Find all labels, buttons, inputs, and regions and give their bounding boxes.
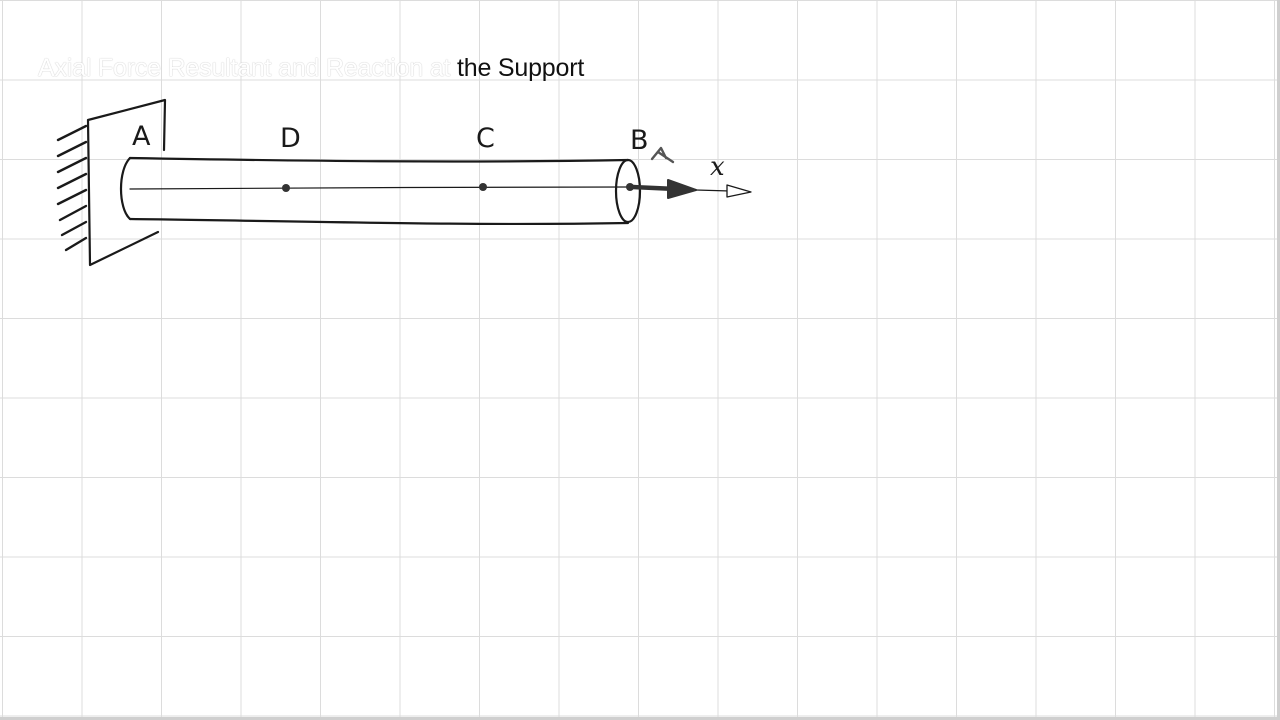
point-d-dot <box>282 184 290 192</box>
label-c: C <box>476 123 495 154</box>
wall-hatching <box>56 124 88 252</box>
label-b: B <box>630 125 649 156</box>
label-d: D <box>280 123 301 154</box>
beam-right-end <box>614 158 642 224</box>
title-faded-text: Axial Force Resultant and Reaction at <box>38 54 458 82</box>
fixed-support <box>56 98 167 267</box>
label-a: A <box>132 121 151 152</box>
caret-mark <box>650 146 675 164</box>
point-c-dot <box>479 183 487 191</box>
x-axis <box>695 184 752 198</box>
beam-bar <box>120 156 642 226</box>
beam-bottom-edge <box>128 217 630 226</box>
axial-force-arrow <box>629 179 697 199</box>
beam-centerline <box>129 186 629 190</box>
x-axis-arrowhead <box>726 184 752 198</box>
wall-outline <box>86 98 167 267</box>
label-x-axis: x <box>710 152 725 182</box>
beam-top-edge <box>128 156 630 163</box>
title-solid-text: the Support <box>457 54 585 82</box>
page-title: Axial Force Resultant and Reaction at th… <box>38 54 584 83</box>
beam-left-end <box>120 156 132 221</box>
